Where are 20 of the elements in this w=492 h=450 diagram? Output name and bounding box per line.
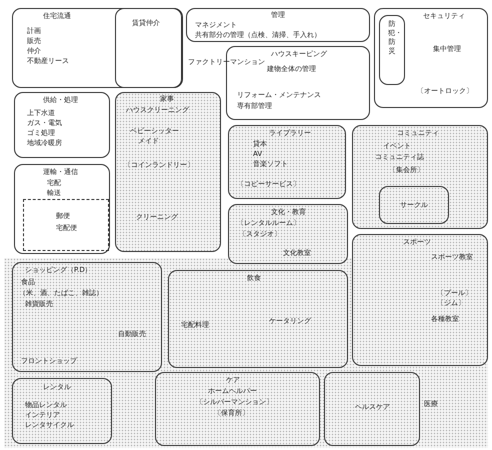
- dashed-box: [23, 199, 109, 251]
- shaded-box: [12, 262, 162, 372]
- rounded-box: [115, 8, 183, 88]
- shaded-box: [168, 270, 348, 368]
- rounded-box: [379, 15, 405, 85]
- rounded-box: [186, 8, 370, 42]
- shaded-box: [352, 234, 488, 366]
- rounded-box: [14, 164, 110, 254]
- shaded-box: [155, 372, 320, 446]
- shaded-box: [228, 125, 346, 199]
- rounded-box: [14, 92, 110, 158]
- shaded-box: [379, 186, 449, 224]
- shaded-box: [12, 378, 112, 444]
- rounded-box: [374, 8, 488, 108]
- shaded-box: [228, 204, 348, 264]
- rounded-box: [226, 46, 370, 120]
- shaded-box: [115, 92, 221, 252]
- rounded-box: [12, 8, 182, 88]
- shaded-box: [324, 372, 420, 446]
- shaded-box: [352, 125, 488, 229]
